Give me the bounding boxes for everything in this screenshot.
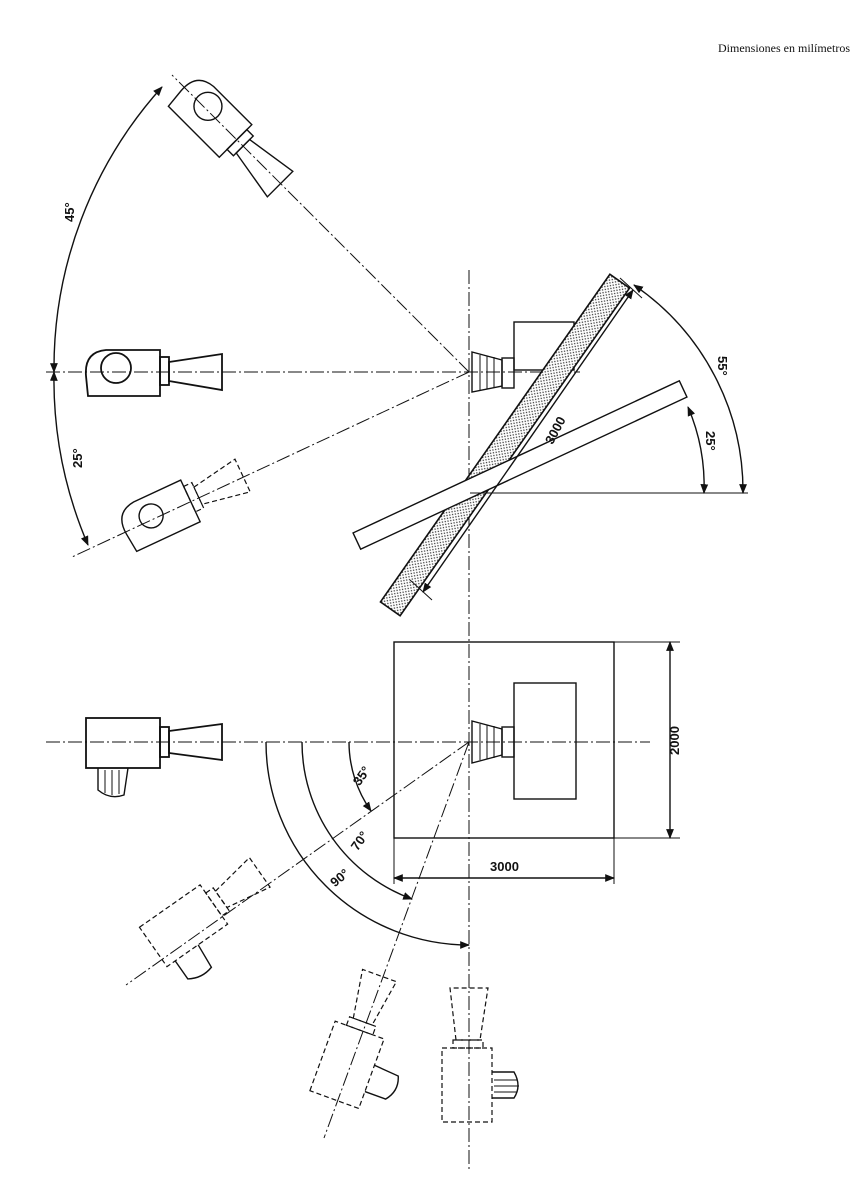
lower-view: 2000 3000 35° 70° 90° [46, 641, 682, 1139]
panel-stippled [379, 273, 631, 617]
angle-label-90: 90° [327, 866, 352, 890]
camera-70deg [309, 968, 399, 1110]
axis-70 [323, 741, 470, 1139]
height-dimension: 2000 [614, 641, 682, 839]
screen-square [393, 641, 615, 839]
camera-lower [121, 458, 252, 553]
angle-arc-35 [348, 741, 372, 812]
camera-0deg [85, 717, 223, 798]
angle-arc-55 [633, 284, 747, 494]
angle-label-25-right: 25° [703, 431, 718, 451]
angle-arc-90 [265, 741, 470, 949]
units-note: Dimensiones en milímetros [718, 41, 850, 55]
upper-camera-axis [171, 74, 470, 373]
width-dimension: 3000 [393, 838, 615, 884]
camera-upper [167, 79, 294, 198]
projector-lens-lower [471, 720, 515, 764]
angle-label-35: 35° [350, 763, 374, 788]
height-label: 2000 [667, 726, 682, 755]
angle-arc-25-right [687, 406, 709, 494]
width-label: 3000 [490, 859, 519, 874]
projector-body-lower [513, 682, 577, 800]
angle-label-70: 70° [348, 828, 372, 853]
axis-35 [125, 741, 470, 986]
angle-label-25-left: 25° [70, 448, 85, 468]
camera-35deg [138, 856, 271, 980]
camera-center [84, 349, 223, 397]
upper-view: 45° 25° [46, 74, 748, 1170]
lower-camera-axis [71, 371, 470, 558]
camera-90deg [441, 987, 519, 1123]
angle-arc-upper [50, 86, 163, 373]
angle-label-45: 45° [62, 202, 77, 222]
angle-arc-70 [301, 741, 413, 900]
angle-arc-lower [49, 371, 89, 546]
angle-label-55: 55° [715, 356, 730, 376]
